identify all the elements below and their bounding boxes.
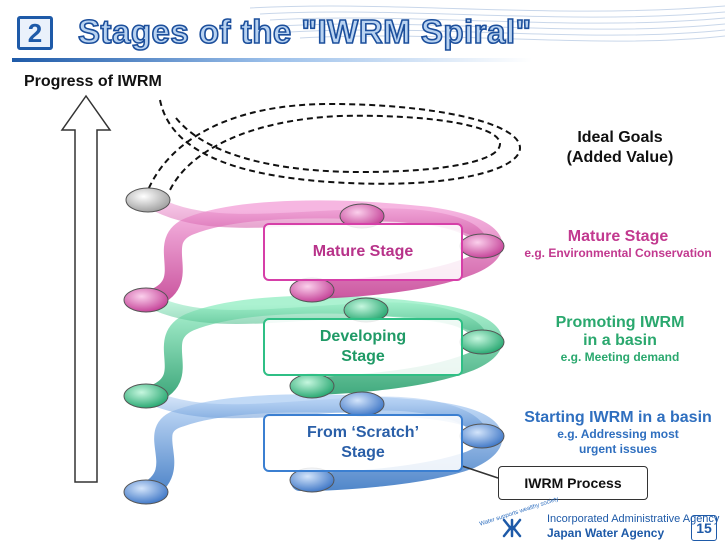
node-pink [459,233,505,259]
promoting-stage-title-line2: in a basin [583,332,657,349]
ideal-goals-dashed-loops [147,99,522,191]
mature-stage-description: Mature Stage e.g. Environmental Conserva… [512,228,724,261]
ideal-goals-label: Ideal Goals (Added Value) [520,128,720,168]
progress-arrow [60,94,112,483]
node-green [289,373,335,399]
node-gray [125,187,171,213]
starting-stage-title: Starting IWRM in a basin [524,409,712,426]
node-blue [339,391,385,417]
node-pink [289,277,335,303]
slide-title: Stages of the "IWRM Spiral" [77,12,532,51]
node-pink [123,287,169,313]
ideal-goals-line2: (Added Value) [566,149,674,166]
stage-box-developing: Developing Stage [263,318,463,376]
header-wave-lines [249,5,725,42]
progress-axis-label: Progress of IWRM [24,73,162,90]
stage-box-scratch: From ‘Scratch’ Stage [263,414,463,472]
section-number-badge: 2 [17,16,53,50]
iwrm-process-box: IWRM Process [498,466,648,500]
mature-stage-example: e.g. Environmental Conservation [524,246,712,260]
stage-box-mature: Mature Stage [263,223,463,281]
agency-type-label: Incorporated Administrative Agency [547,513,720,525]
node-blue [123,479,169,505]
mature-stage-title: Mature Stage [567,228,669,245]
agency-logo-icon [502,518,522,538]
starting-stage-example-line2: urgent issues [578,442,658,456]
ideal-goals-line1: Ideal Goals [577,129,663,146]
agency-name-label: Japan Water Agency [547,526,665,540]
starting-stage-description: Starting IWRM in a basin e.g. Addressing… [512,409,724,457]
node-green [123,383,169,409]
node-blue [459,423,505,449]
header-underline [12,58,532,62]
page-number: 15 [691,515,717,541]
promoting-stage-title-line1: Promoting IWRM [555,314,685,331]
promoting-stage-example: e.g. Meeting demand [560,350,680,364]
node-green [459,329,505,355]
process-connector [461,465,499,479]
starting-stage-example-line1: e.g. Addressing most [557,427,679,441]
promoting-stage-description: Promoting IWRM in a basin e.g. Meeting d… [520,314,720,365]
